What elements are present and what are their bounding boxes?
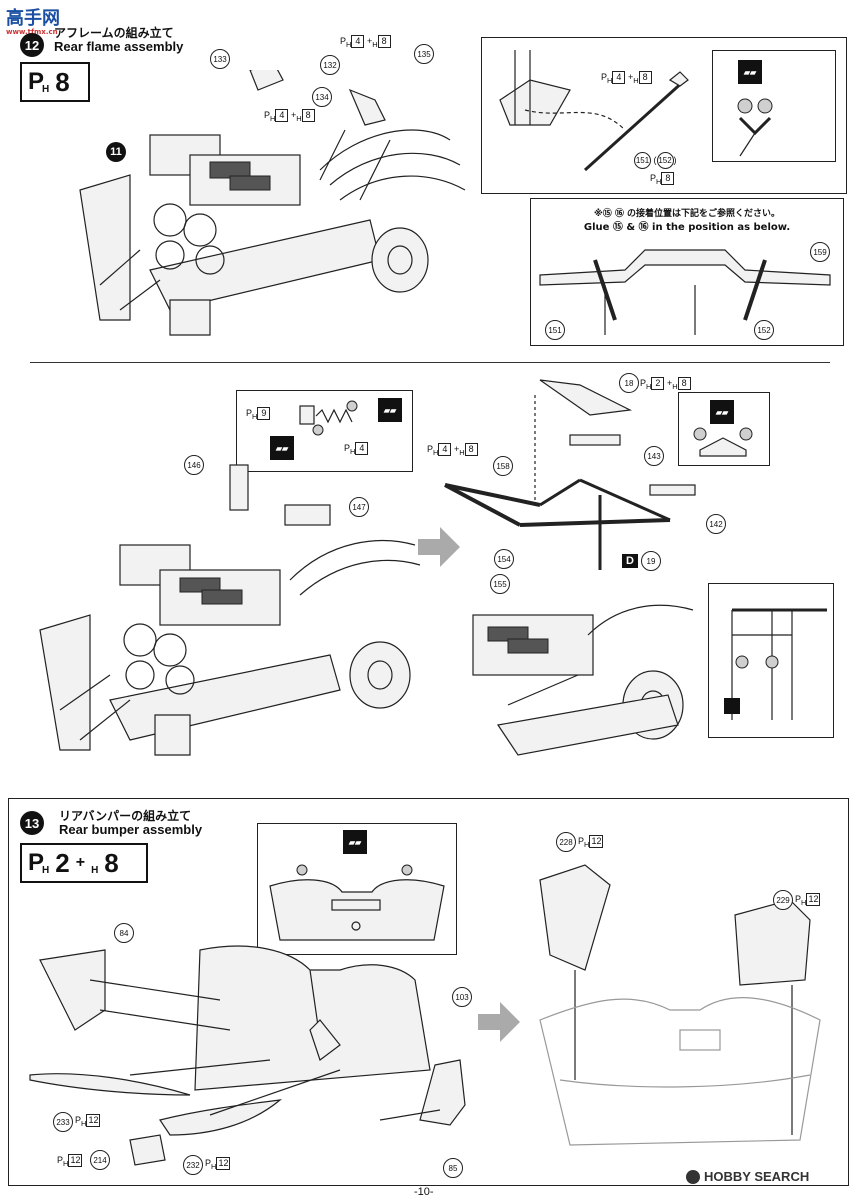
ref-step-11: 11	[106, 142, 126, 162]
watermark-icon	[686, 1169, 700, 1184]
glue-icon-mid-2: ▰▰	[270, 436, 294, 460]
glue-dot-drawing	[737, 98, 773, 157]
frame-glue-drawing	[724, 608, 827, 720]
arrow-right-mid	[418, 527, 460, 567]
part-151: 151	[545, 320, 565, 340]
step-12-title-en: Rear flame assembly	[54, 39, 184, 54]
part-229: 229	[773, 890, 793, 910]
paint-code-13b: 8	[104, 847, 119, 878]
decal-ref: D 19	[622, 551, 661, 571]
bracket-glue-box	[678, 392, 770, 466]
part-159: 159	[810, 242, 830, 262]
step-13-panel	[8, 798, 849, 1186]
shock-spring-drawing	[299, 400, 358, 436]
part-103: 103	[452, 987, 472, 1007]
bumper-assembled-drawing	[539, 864, 821, 1146]
hobby-search-watermark: HOBBY SEARCH	[686, 1169, 809, 1184]
part-155: 155	[490, 574, 510, 594]
step-13-title-jp: リアバンパーの組み立て	[59, 809, 192, 823]
crossbar-drawing	[539, 249, 831, 335]
part-147: 147	[349, 497, 369, 517]
part-232: 232	[183, 1155, 203, 1175]
part-228: 228	[556, 832, 576, 852]
paint-sub-13: H	[42, 864, 50, 876]
section-divider	[30, 362, 830, 363]
glue-note-jp: ※⑮ ⑯ の接着位置は下記をご参照ください。	[593, 209, 781, 219]
engine-drawing-mid	[39, 464, 421, 756]
bumper-exploded-drawing	[29, 945, 466, 1166]
part-146: 146	[184, 455, 204, 475]
part-18: 18	[619, 373, 639, 393]
step-12-paint-box: P H 8	[20, 62, 90, 102]
step-12-number: 12	[20, 33, 44, 57]
part-134: 134	[312, 87, 332, 107]
glue-detail-box	[712, 50, 836, 162]
paint-sub: H	[42, 83, 50, 95]
decal-letter: D	[622, 554, 638, 568]
part-143: 143	[644, 446, 664, 466]
paint-code-c4: 151 (152)	[634, 152, 677, 169]
frame-glue-detail-box	[708, 583, 834, 738]
glue-icon-13: ▰▰	[343, 830, 367, 854]
frame-assembly-drawing	[444, 379, 696, 570]
paint-letter-13: P	[28, 849, 45, 876]
site-logo-text: 高手网	[6, 8, 60, 29]
site-logo-sub: www.tfmx.cn	[6, 28, 58, 36]
part-152: 152	[754, 320, 774, 340]
part-133: 133	[210, 49, 230, 69]
part-214: 214	[90, 1150, 110, 1170]
engine-drawing-top	[79, 70, 466, 336]
decal-19: 19	[640, 551, 661, 571]
part-84: 84	[114, 923, 134, 943]
part-135: 135	[414, 44, 434, 64]
glue-note-en: Glue ⑮ & ⑯ in the position as below.	[583, 222, 791, 233]
shock-detail-box	[236, 390, 413, 472]
bumper-glue-drawing	[269, 864, 445, 941]
paint-letter: P	[28, 68, 45, 95]
step-12-title-jp: アフレームの組み立て	[54, 26, 174, 40]
bumper-glue-box	[257, 823, 457, 955]
paint-plus-13: +	[75, 854, 86, 871]
watermark-text: HOBBY SEARCH	[704, 1169, 810, 1184]
step-13-title-en: Rear bumper assembly	[59, 822, 203, 837]
bracket-glue-drawing	[693, 427, 753, 457]
engine-with-frame-drawing	[472, 604, 694, 756]
glue-icon-mid-3: ▰▰	[710, 400, 734, 424]
site-logo: 高手网 www.tfmx.cn	[6, 4, 60, 36]
part-233: 233	[53, 1112, 73, 1132]
step-13-number: 13	[20, 811, 44, 835]
page-number: -10-	[414, 1186, 434, 1198]
part-132: 132	[320, 55, 340, 75]
glue-icon-mid-1: ▰▰	[378, 398, 402, 422]
paint-code: 8	[55, 66, 70, 97]
paint-code-13a: 2	[55, 847, 70, 878]
glue-icon: ▰▰	[738, 60, 762, 84]
arrow-right-13	[478, 1002, 520, 1042]
detail-frame-drawing	[499, 50, 689, 172]
detail-inset-151-152	[481, 37, 847, 194]
part-158: 158	[493, 456, 513, 476]
part-85: 85	[443, 1158, 463, 1178]
part-154: 154	[494, 549, 514, 569]
paint-sub2-13: H	[91, 864, 99, 876]
step-13-paint-box: P H 2 + H 8	[20, 843, 148, 883]
part-142: 142	[706, 514, 726, 534]
glue-note-box	[530, 198, 844, 346]
